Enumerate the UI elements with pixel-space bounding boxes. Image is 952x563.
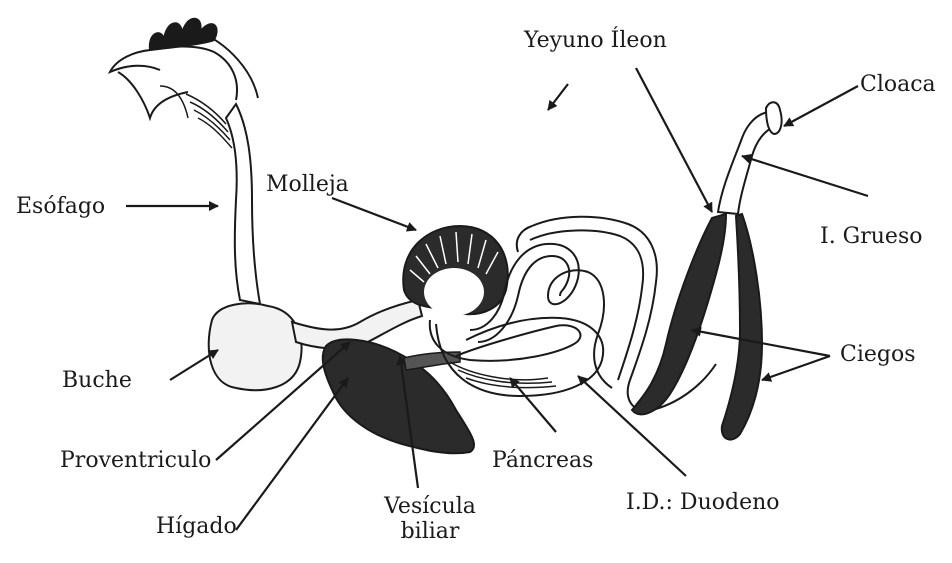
label-esofago: Esófago bbox=[16, 194, 105, 219]
arrow-yeyuno-ileon-2 bbox=[636, 68, 712, 212]
label-duodeno: I.D.: Duodeno bbox=[626, 490, 780, 515]
label-buche: Buche bbox=[62, 368, 132, 393]
arrow-i-grueso bbox=[742, 156, 868, 196]
label-higado: Hígado bbox=[156, 514, 237, 539]
arrow-higado bbox=[236, 378, 348, 530]
label-i-grueso: I. Grueso bbox=[820, 224, 923, 249]
arrow-molleja bbox=[332, 198, 416, 230]
label-pancreas: Páncreas bbox=[492, 448, 593, 473]
label-yeyuno-ileon: Yeyuno Íleon bbox=[524, 28, 667, 53]
label-proventriculo: Proventriculo bbox=[60, 448, 211, 473]
gizzard bbox=[403, 226, 508, 316]
esophagus bbox=[226, 104, 260, 304]
head-top bbox=[150, 47, 237, 101]
label-cloaca: Cloaca bbox=[860, 72, 936, 97]
arrow-yeyuno-ileon-1 bbox=[548, 84, 568, 110]
beak-upper bbox=[110, 50, 160, 72]
label-vesicula-line1: Vesícula bbox=[370, 494, 490, 519]
crop bbox=[209, 303, 302, 390]
label-vesicula-line2: biliar bbox=[370, 519, 490, 544]
arrow-ciegos-2 bbox=[762, 356, 830, 380]
label-ciegos: Ciegos bbox=[840, 342, 916, 367]
arrow-cloaca bbox=[784, 86, 858, 126]
label-molleja: Molleja bbox=[266, 172, 349, 197]
label-vesicula-biliar: Vesícula biliar bbox=[370, 494, 490, 545]
ceca bbox=[632, 214, 762, 440]
